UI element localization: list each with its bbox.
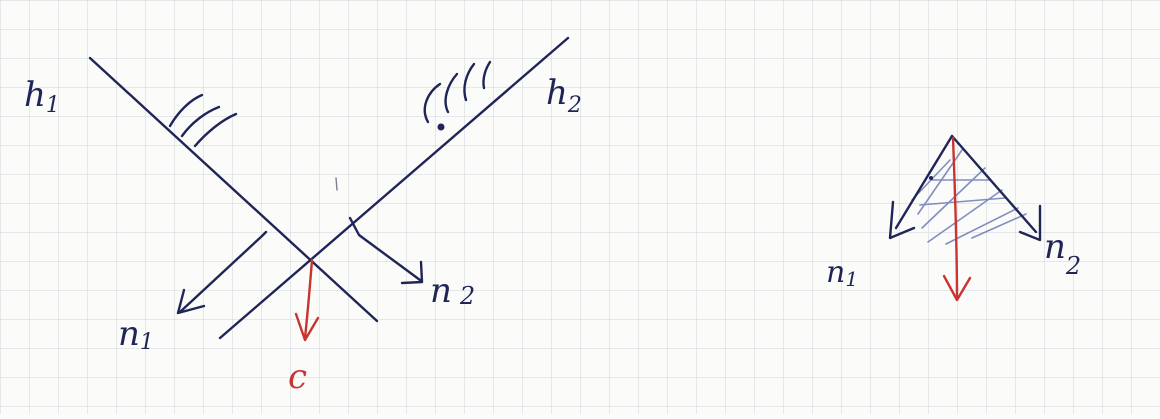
left-figure: [88, 36, 570, 340]
right-c-arrow-shaft: [951, 136, 959, 300]
hatch-h1-3: [193, 112, 238, 148]
pencil-mark: [335, 177, 338, 191]
hatch-h2-2: [444, 72, 459, 114]
ink-dot-right: [929, 176, 933, 180]
cone-edge-n2-head: [1018, 204, 1042, 242]
hatch-h1-2: [180, 105, 221, 138]
normal-n2-arrow: [348, 216, 422, 282]
normal-n1-arrow: [178, 230, 268, 314]
line-h2: [218, 36, 570, 340]
cone-edge-n2: [950, 134, 1038, 234]
cone-edge-n1-head: [888, 200, 916, 240]
c-arrow-shaft: [303, 258, 314, 340]
line-h1: [88, 56, 379, 323]
cone-edge-n1: [894, 134, 954, 230]
label-h2: h2: [546, 73, 582, 118]
label-n1-left: n1: [118, 314, 154, 355]
hatch-h1-1: [168, 93, 204, 128]
label-c: c: [288, 357, 307, 397]
c-arrowhead: [294, 312, 320, 342]
cone-direction-c: [294, 258, 320, 342]
right-c-arrowhead: [942, 274, 972, 302]
label-n2-right: n2: [1044, 227, 1081, 280]
normal-n1-arrowhead: [176, 288, 206, 315]
label-h1: h1: [24, 75, 60, 118]
hatch-h2-3: [463, 62, 476, 102]
right-figure: [888, 134, 1042, 302]
hatch-h2-4: [482, 60, 492, 90]
normal-n2-arrowhead: [400, 260, 424, 285]
label-n1-right: n1: [826, 255, 858, 291]
ink-dot: [437, 123, 445, 131]
hatch-h2-1: [423, 82, 442, 124]
